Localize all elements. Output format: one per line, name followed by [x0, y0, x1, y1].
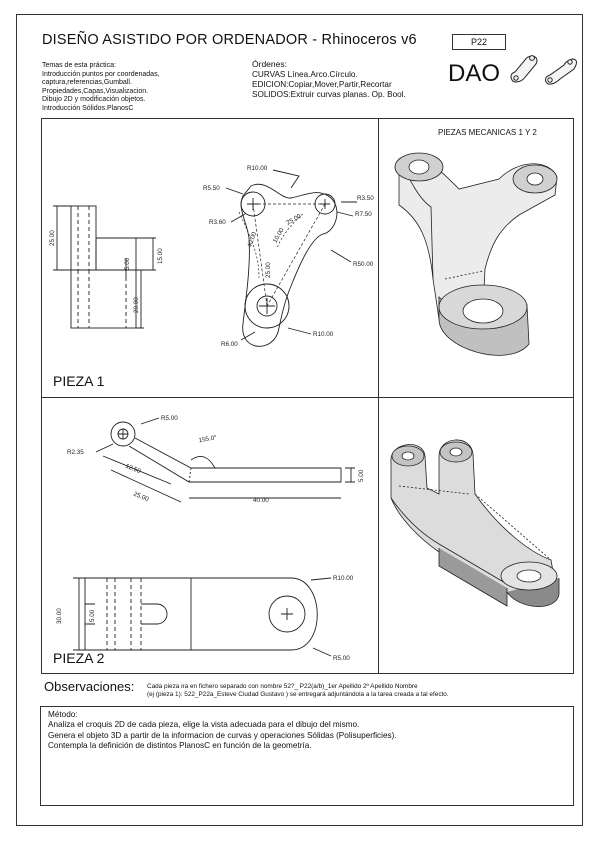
pieza1-3d-render — [394, 152, 558, 356]
dim-line-15 — [136, 237, 156, 271]
bracket-icon-2 — [545, 58, 577, 85]
pieza1-dim-20: 20.00 — [133, 297, 140, 313]
orders-heading: Órdenes: — [252, 59, 287, 69]
pieza1-dim-25: 25.00 — [49, 230, 56, 246]
pieza1-dim-5: 5.00 — [124, 257, 131, 270]
pieza1-r10-bottom: R10.00 — [313, 331, 334, 338]
pieza1-drawing: 25.00 15.00 5.00 20.00 R10.00 R5.50 R3.6… — [49, 165, 374, 389]
pieza2-drawing: R5.00 R2.35 155.0° 12.50 25.00 40.00 5.0… — [53, 415, 365, 666]
pieza1-bottom-hole — [256, 295, 278, 317]
pieza2-angle-arc — [190, 455, 216, 469]
observaciones-text: Cada pieza ira en fichero separado con n… — [147, 683, 449, 698]
pieza2-dim-5-left: 5.00 — [89, 609, 96, 622]
pieza2-dim-30: 30.00 — [56, 608, 63, 624]
pieza1-r360: R3.60 — [209, 219, 226, 226]
pieza1-r550: R5.50 — [203, 185, 220, 192]
practice-topics: Temas de esta práctica: Introducción pun… — [42, 62, 160, 112]
pieza1-r350: R3.50 — [357, 195, 374, 202]
dim-line-20 — [136, 270, 144, 329]
pieza1-side-top-block — [70, 205, 97, 271]
observaciones-heading: Observaciones: — [44, 679, 135, 694]
practice-code: P22 — [452, 34, 506, 50]
header-brackets-icon — [510, 55, 577, 85]
pieza2-front-hole — [268, 595, 306, 633]
pieza2-top-arm — [128, 437, 342, 483]
sheet-border — [16, 14, 583, 826]
pieza1-3d-body — [398, 156, 558, 320]
pieza2-r10: R10.00 — [333, 575, 354, 582]
pieza2-dim-1250: 12.50 — [124, 463, 142, 476]
pieza2-angle: 155.0° — [198, 433, 218, 444]
pieces-label: PIEZAS MECANICAS 1 Y 2 — [438, 128, 537, 137]
pieza2-top-boss — [110, 421, 136, 447]
horizontal-divider — [41, 397, 574, 398]
pieza2-dim-lines — [102, 455, 341, 503]
pieza2-3d-render — [390, 439, 560, 607]
metodo-box — [40, 706, 574, 806]
dim-line-25 — [53, 205, 71, 271]
pieza2-r5-bottom: R5.00 — [333, 655, 350, 662]
pieza1-r750: R7.50 — [355, 211, 372, 218]
pieza2-label: PIEZA 2 — [53, 650, 105, 666]
pieza1-side-bottom-block — [70, 269, 137, 329]
pieza2-3d-body — [390, 439, 558, 601]
pieza2-front-slot — [141, 603, 168, 625]
bracket-icon-1 — [510, 55, 538, 83]
pieza2-r5: R5.00 — [161, 415, 178, 422]
pieza1-r10-top: R10.00 — [247, 165, 268, 172]
pieza2-front-outline — [84, 577, 318, 651]
pieza1-dim-25-vert: 25.00 — [265, 262, 272, 278]
pieza2-dim-5-right: 5.00 — [358, 469, 365, 482]
pieza1-label: PIEZA 1 — [53, 373, 105, 389]
vertical-divider — [378, 118, 379, 674]
page-title: DISEÑO ASISTIDO POR ORDENADOR - Rhinocer… — [42, 32, 417, 48]
pieza2-dim-25: 25.00 — [132, 491, 150, 504]
pieza2-dim-40: 40.00 — [253, 497, 269, 504]
pieza1-bottom-boss — [244, 283, 290, 329]
pieza1-r50: R50.00 — [353, 261, 374, 268]
pieza2-r235: R2.35 — [67, 449, 84, 456]
orders-list: CURVAS Línea.Arco.Círculo. EDICION:Copia… — [252, 70, 406, 100]
metodo-text: Método: Analiza el croquis 2D de cada pi… — [48, 710, 397, 750]
pieza1-dim-15: 15.00 — [157, 248, 164, 264]
pieza1-r6: R6.00 — [221, 341, 238, 348]
drawing-area — [41, 118, 574, 674]
brand-label: DAO — [448, 60, 501, 87]
